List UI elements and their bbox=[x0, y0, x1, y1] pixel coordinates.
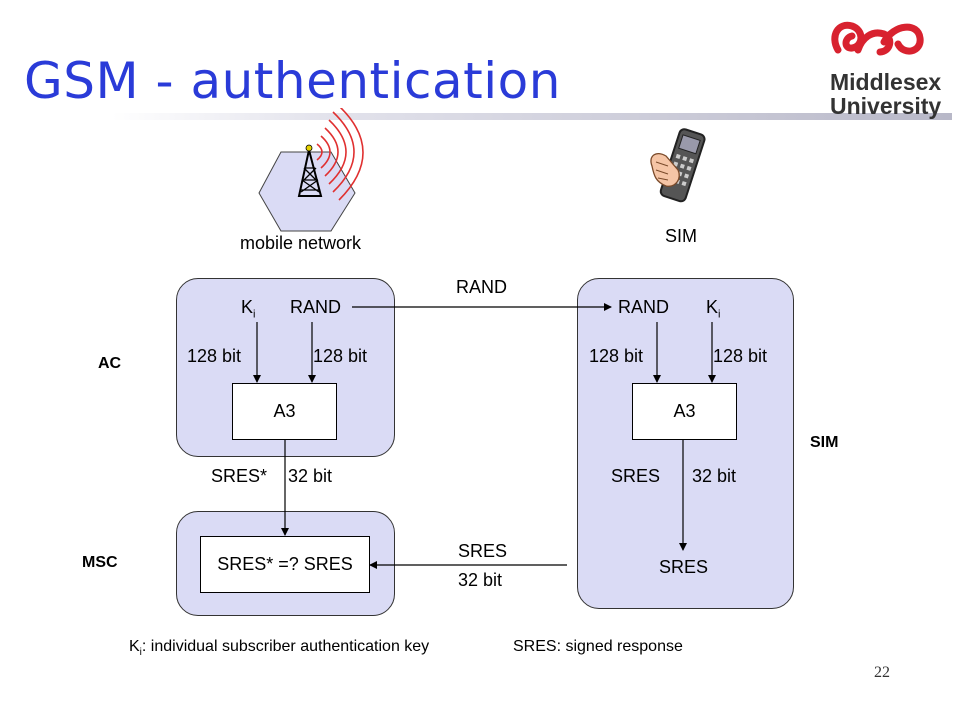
msc-compare-label: SRES* =? SRES bbox=[217, 554, 353, 574]
logo-mark-icon bbox=[831, 21, 924, 56]
ac-a3-algorithm-box: A3 bbox=[232, 383, 337, 440]
legend-sres: SRES: signed response bbox=[513, 638, 683, 655]
university-logo bbox=[828, 16, 928, 76]
sim-a3-algorithm-box: A3 bbox=[632, 383, 737, 440]
rand-transfer-label: RAND bbox=[456, 277, 508, 297]
sim-sres-output: SRES bbox=[659, 557, 709, 577]
sim-a3-label: A3 bbox=[673, 401, 696, 421]
sres-transfer-label: SRES bbox=[458, 541, 508, 561]
mobile-network-label: mobile network bbox=[240, 233, 362, 253]
legend-ki-letter: K bbox=[129, 638, 140, 655]
sres-transfer-bits: 32 bit bbox=[458, 570, 503, 590]
page-title: GSM - authentication bbox=[24, 52, 561, 110]
ac-a3-label: A3 bbox=[273, 401, 296, 421]
msc-side-label: MSC bbox=[82, 554, 118, 571]
ac-ki-subscript: i bbox=[253, 308, 256, 321]
legend-ki: Ki: individual subscriber authentication… bbox=[129, 638, 429, 658]
sim-rand-bits: 128 bit bbox=[589, 346, 644, 366]
msc-compare-box: SRES* =? SRES bbox=[200, 536, 370, 593]
ac-ki-label: Ki bbox=[241, 297, 255, 321]
sim-rand-label: RAND bbox=[618, 297, 670, 317]
mobile-network-graphic bbox=[255, 105, 415, 233]
legend-ki-subscript: i bbox=[139, 647, 142, 659]
ac-rand-bits: 128 bit bbox=[313, 346, 368, 366]
logo-line-2: University bbox=[830, 93, 942, 119]
mobile-phone-graphic bbox=[644, 126, 714, 206]
ac-ki-bits: 128 bit bbox=[187, 346, 242, 366]
ac-sres-bits: 32 bit bbox=[288, 466, 333, 486]
ac-sres-star-label: SRES* bbox=[211, 466, 268, 486]
page-number: 22 bbox=[874, 664, 890, 681]
university-name: Middlesex University bbox=[830, 70, 941, 118]
sim-ki-label: Ki bbox=[706, 297, 720, 321]
title-underline bbox=[112, 113, 952, 120]
ac-ki-letter: K bbox=[241, 297, 254, 317]
sim-label-top: SIM bbox=[665, 226, 698, 246]
sim-panel bbox=[577, 278, 794, 609]
sim-ki-bits: 128 bit bbox=[713, 346, 768, 366]
ac-side-label: AC bbox=[98, 355, 122, 372]
sim-ki-letter: K bbox=[706, 297, 719, 317]
logo-line-1: Middlesex bbox=[830, 69, 942, 95]
cell-tower-icon bbox=[258, 105, 364, 232]
ac-rand-label: RAND bbox=[290, 297, 342, 317]
sim-ki-subscript: i bbox=[718, 308, 721, 321]
legend-ki-description: : individual subscriber authentication k… bbox=[141, 638, 430, 655]
mobile-phone-icon bbox=[650, 128, 706, 203]
sim-side-label: SIM bbox=[810, 434, 839, 451]
sim-sres-bits: 32 bit bbox=[692, 466, 737, 486]
sim-sres-label: SRES bbox=[611, 466, 661, 486]
